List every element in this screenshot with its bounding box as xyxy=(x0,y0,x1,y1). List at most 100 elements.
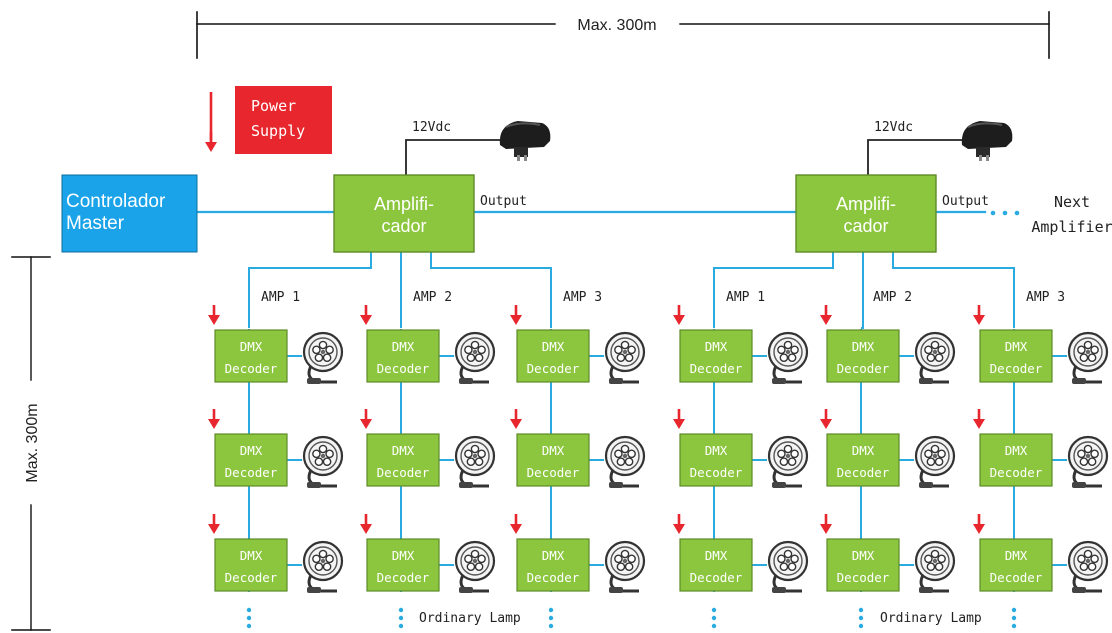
lamp-icon xyxy=(302,540,344,595)
dmx-decoder-box xyxy=(979,329,1053,383)
dmx-decoder-box xyxy=(826,329,900,383)
amplifier-box xyxy=(795,174,937,253)
ordinary-lamp-label: Ordinary Lamp xyxy=(880,611,982,626)
red-arrow-icon xyxy=(820,514,832,534)
decoder-label-2: Decoder xyxy=(377,570,430,585)
decoder-label-1: DMX xyxy=(1005,548,1028,563)
red-arrow-icon xyxy=(820,305,832,325)
amplifier-label-2: cador xyxy=(381,216,426,236)
decoder-label-2: Decoder xyxy=(690,570,743,585)
dmx-decoder-box xyxy=(516,329,590,383)
branch-wire-amp-3 xyxy=(892,252,1015,328)
wires xyxy=(195,210,1067,592)
decoder-label-2: Decoder xyxy=(837,570,890,585)
dmx-decoder-box xyxy=(979,538,1053,592)
lamp-icon xyxy=(302,331,344,386)
branch-label-amp-1: AMP 1 xyxy=(726,290,765,305)
decoder-label-1: DMX xyxy=(1005,443,1028,458)
output-label: Output xyxy=(480,194,527,209)
dmx-decoder-box xyxy=(979,433,1053,487)
ordinary-lamp-label: Ordinary Lamp xyxy=(419,611,521,626)
decoder-label-2: Decoder xyxy=(990,570,1043,585)
lamp-icon xyxy=(914,435,956,490)
branch-label-amp-2: AMP 2 xyxy=(873,290,912,305)
decoder-label-2: Decoder xyxy=(527,465,580,480)
dmx-decoder-box xyxy=(679,538,753,592)
dmx-decoder-box xyxy=(214,329,288,383)
decoder-label-2: Decoder xyxy=(225,570,278,585)
max-height-label: Max. 300m xyxy=(24,403,41,482)
nodes xyxy=(61,86,1109,629)
red-arrow-icon xyxy=(208,305,220,325)
decoder-label-2: Decoder xyxy=(225,465,278,480)
power-adapter-icon xyxy=(960,120,1014,162)
decoder-label-2: Decoder xyxy=(690,465,743,480)
decoder-label-1: DMX xyxy=(542,339,565,354)
lamp-icon xyxy=(914,540,956,595)
power-cable xyxy=(867,139,962,175)
red-arrow-icon xyxy=(510,409,522,429)
dmx-decoder-box xyxy=(214,433,288,487)
decoder-label-1: DMX xyxy=(392,339,415,354)
amplifier-box xyxy=(333,174,475,253)
power-supply-box xyxy=(235,86,332,154)
dmx-decoder-box xyxy=(679,433,753,487)
red-arrow-icon xyxy=(673,409,685,429)
dmx-decoder-box xyxy=(679,329,753,383)
continuation-dots xyxy=(246,607,252,629)
dmx-decoder-box xyxy=(366,538,440,592)
master-label-2: Master xyxy=(66,213,125,234)
next-amplifier-dots xyxy=(990,210,1020,216)
dmx-decoder-box xyxy=(516,538,590,592)
branch-wire-amp-1 xyxy=(248,252,372,328)
amplifier-label-1: Amplifi- xyxy=(374,194,434,214)
dmx-decoder-box xyxy=(516,433,590,487)
lamp-icon xyxy=(1067,331,1109,386)
decoder-label-2: Decoder xyxy=(377,361,430,376)
lamp-icon xyxy=(454,331,496,386)
power-adapter-icon xyxy=(498,120,552,162)
dmx-decoder-box xyxy=(366,329,440,383)
dmx-decoder-box xyxy=(366,433,440,487)
red-arrow-icon xyxy=(820,409,832,429)
decoder-label-2: Decoder xyxy=(990,465,1043,480)
red-arrow-icon xyxy=(510,305,522,325)
decoder-label-2: Decoder xyxy=(837,361,890,376)
lamp-icon xyxy=(302,435,344,490)
next-amplifier-label-2: Amplifier xyxy=(1031,218,1112,236)
next-amplifier-label-1: Next xyxy=(1054,193,1090,211)
decoder-label-1: DMX xyxy=(392,443,415,458)
lamp-icon xyxy=(767,435,809,490)
decoder-label-2: Decoder xyxy=(837,465,890,480)
red-arrow-icon xyxy=(360,514,372,534)
decoder-label-1: DMX xyxy=(852,443,875,458)
output-label: Output xyxy=(942,194,989,209)
red-arrow-icon xyxy=(973,409,985,429)
decoder-label-1: DMX xyxy=(542,548,565,563)
decoder-label-1: DMX xyxy=(705,339,728,354)
branch-label-amp-2: AMP 2 xyxy=(413,290,452,305)
branch-label-amp-3: AMP 3 xyxy=(1026,290,1065,305)
decoder-label-1: DMX xyxy=(852,548,875,563)
decoder-label-1: DMX xyxy=(705,548,728,563)
amplifier-label-2: cador xyxy=(843,216,888,236)
branch-label-amp-3: AMP 3 xyxy=(563,290,602,305)
decoder-label-1: DMX xyxy=(1005,339,1028,354)
decoder-label-1: DMX xyxy=(542,443,565,458)
lamp-icon xyxy=(767,540,809,595)
decoder-label-2: Decoder xyxy=(527,361,580,376)
dmx-decoder-box xyxy=(214,538,288,592)
lamp-icon xyxy=(604,540,646,595)
lamp-icon xyxy=(454,540,496,595)
max-width-label: Max. 300m xyxy=(577,17,656,34)
continuation-dots xyxy=(548,607,554,629)
power-cable xyxy=(405,139,500,175)
power-supply-label-2: Supply xyxy=(251,122,305,140)
red-arrow-icon xyxy=(510,514,522,534)
voltage-label: 12Vdc xyxy=(874,120,913,135)
decoder-label-1: DMX xyxy=(240,443,263,458)
voltage-label: 12Vdc xyxy=(412,120,451,135)
decoder-label-1: DMX xyxy=(705,443,728,458)
branch-label-amp-1: AMP 1 xyxy=(261,290,300,305)
